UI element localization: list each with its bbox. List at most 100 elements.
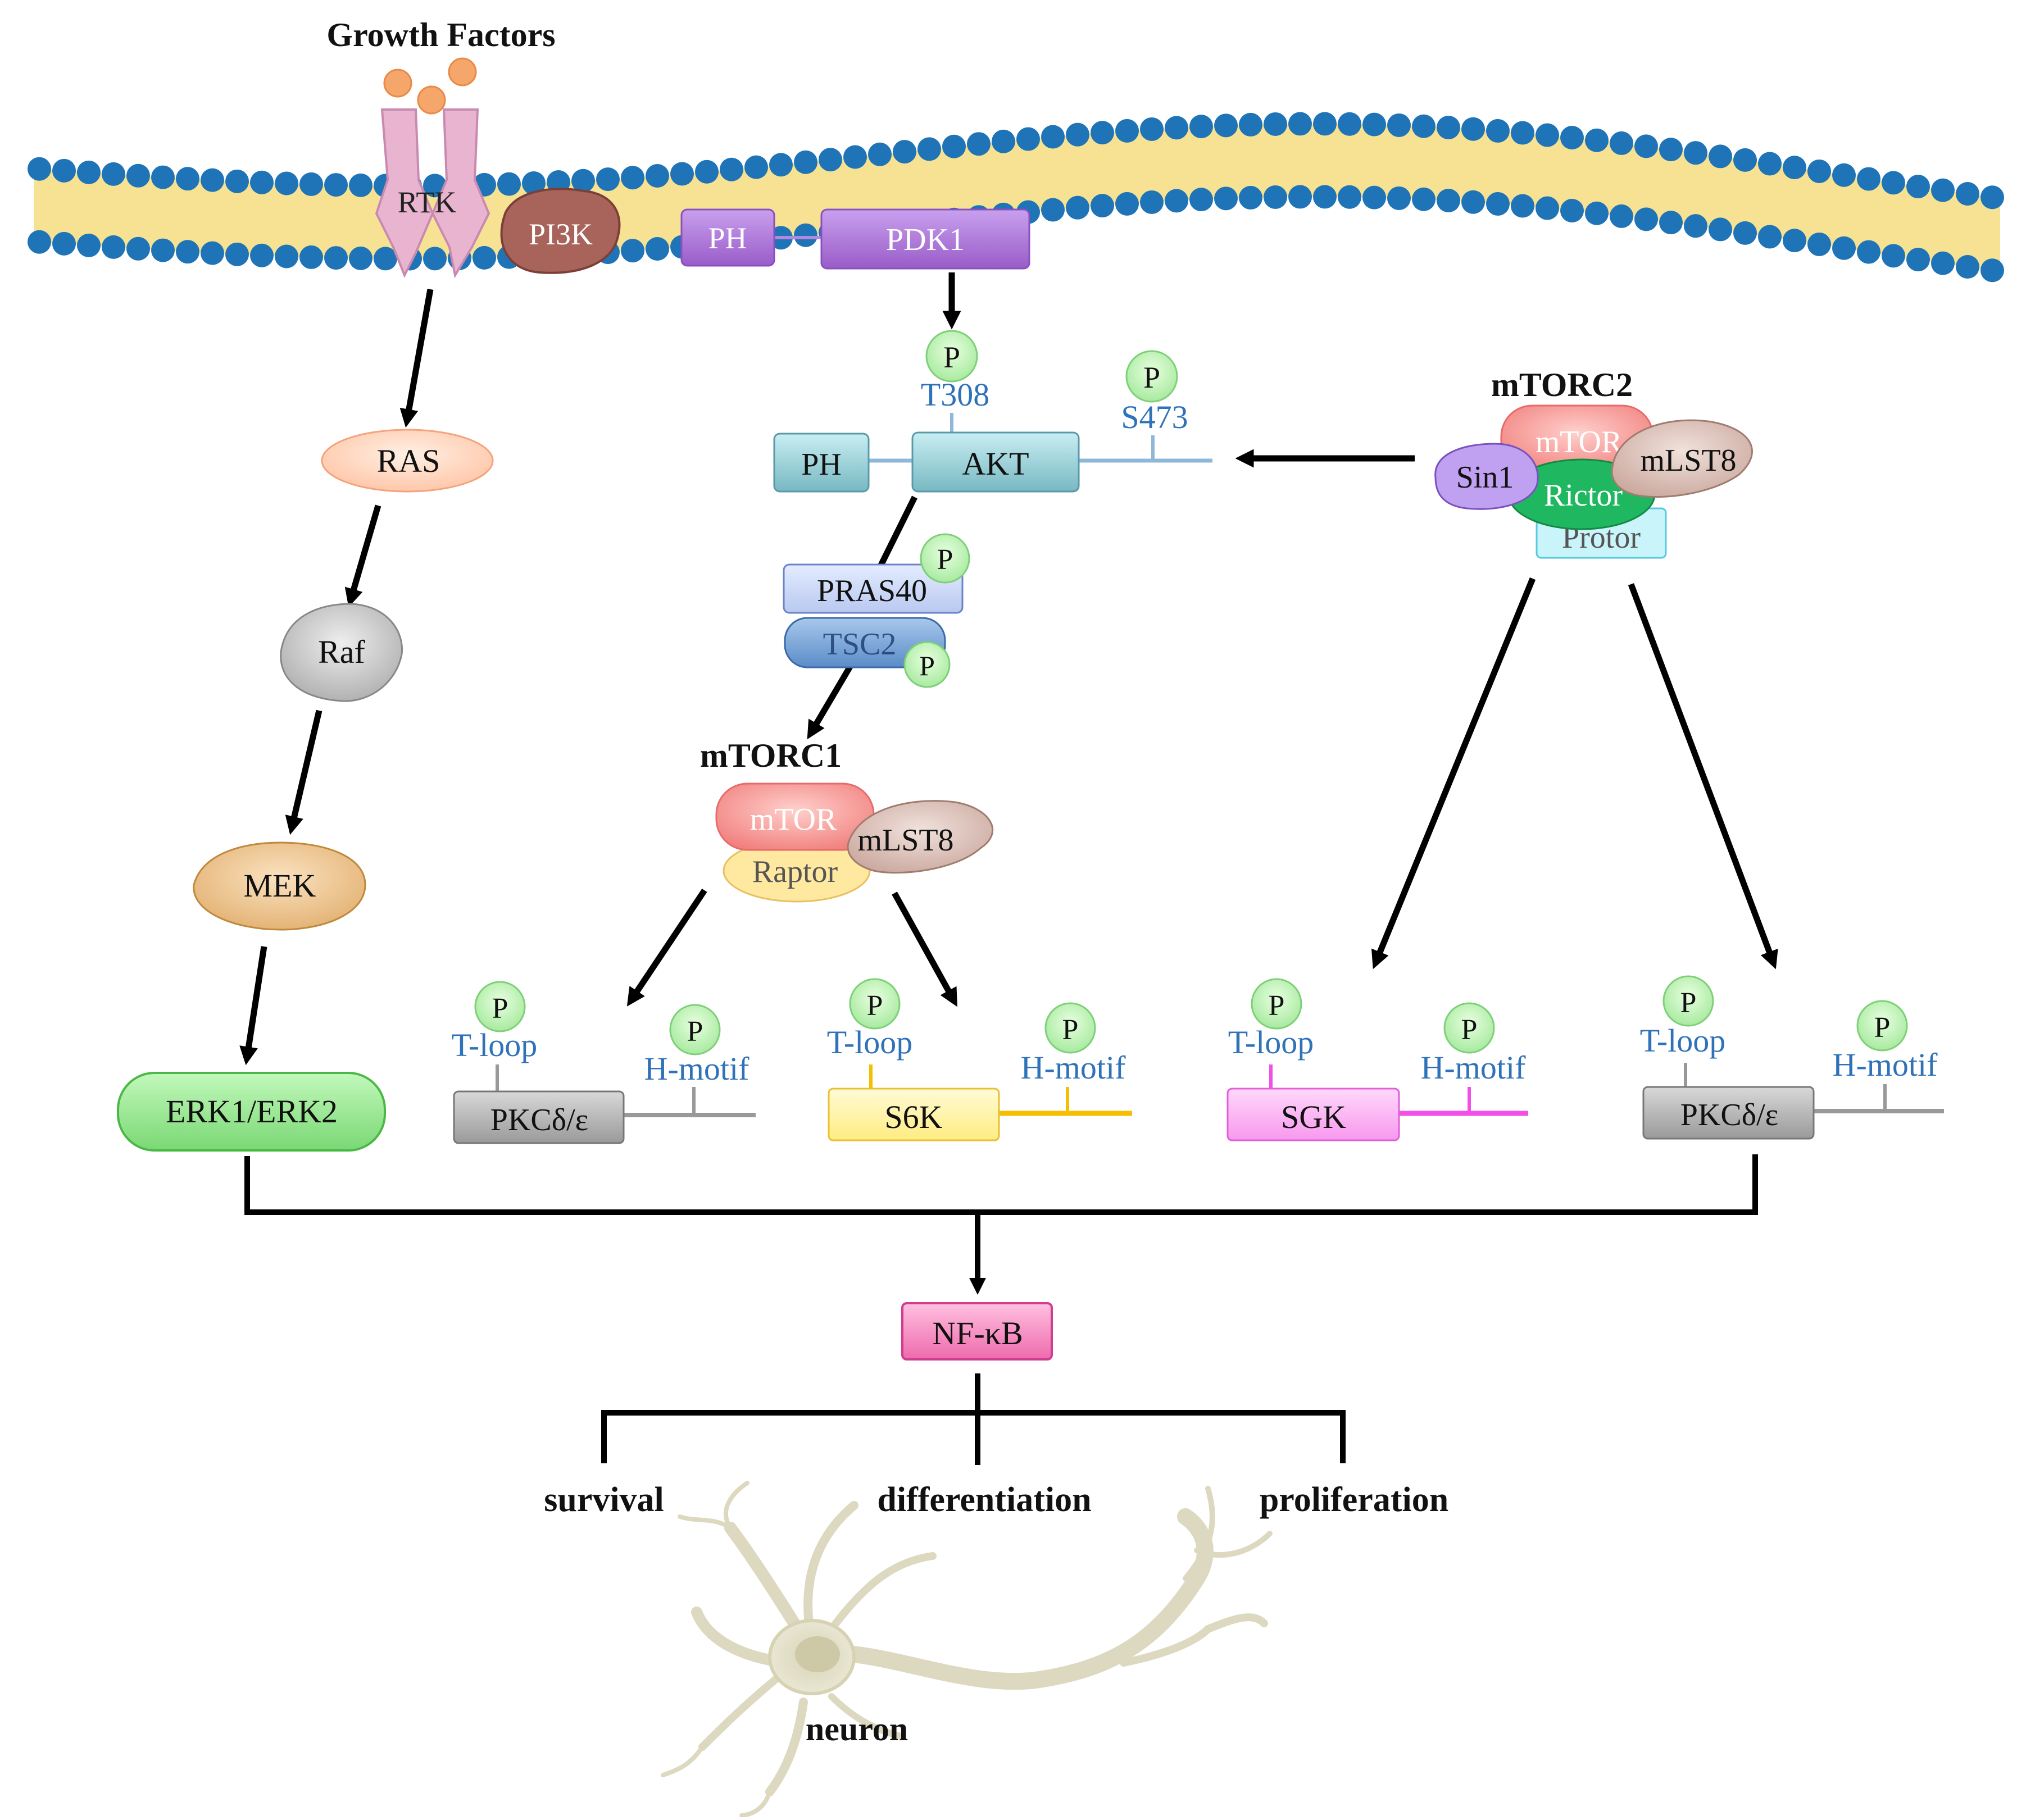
outcome-proliferation: proliferation bbox=[1260, 1481, 1448, 1519]
pkc-1-p2: P bbox=[687, 1016, 703, 1048]
arrow-mtorc2-sgk bbox=[1371, 577, 1536, 970]
lipid-head bbox=[1461, 190, 1485, 214]
substrate-pkc-1: PKCδ/ε P T-loop P H-motif bbox=[452, 981, 756, 1144]
lipid-head bbox=[1511, 194, 1534, 218]
sgk-p1: P bbox=[1269, 990, 1285, 1022]
rtk-receptor: RTK bbox=[375, 108, 490, 279]
lipid-head bbox=[1733, 148, 1757, 172]
lipid-head bbox=[670, 162, 694, 186]
substrate-sgk: SGK P T-loop P H-motif bbox=[1226, 978, 1528, 1141]
pdk1-label: PDK1 bbox=[886, 222, 965, 257]
lipid-head bbox=[324, 173, 348, 197]
mtorc2-mtor-label: mTOR bbox=[1536, 425, 1623, 459]
lipid-head bbox=[250, 170, 274, 194]
lipid-head bbox=[151, 238, 175, 262]
ligand-2 bbox=[417, 85, 446, 115]
mtorc1-mtor-label: mTOR bbox=[750, 802, 837, 837]
lipid-head bbox=[1239, 185, 1262, 210]
pkc-2-p2: P bbox=[1874, 1012, 1891, 1044]
lipid-head bbox=[1610, 131, 1633, 155]
lipid-head bbox=[1980, 185, 2004, 210]
lipid-head bbox=[52, 158, 76, 183]
pkc-2-tloop: T-loop bbox=[1640, 1022, 1726, 1059]
lipid-head bbox=[1585, 128, 1609, 152]
lipid-head bbox=[917, 137, 941, 161]
lipid-head bbox=[1313, 112, 1337, 136]
lipid-head bbox=[1461, 117, 1485, 141]
lipid-head bbox=[992, 129, 1015, 153]
lipid-head bbox=[843, 145, 867, 169]
pdk1-ph-label: PH bbox=[708, 221, 747, 255]
lipid-head bbox=[794, 150, 817, 174]
lipid-head bbox=[1091, 194, 1114, 218]
lipid-head bbox=[744, 155, 768, 179]
mtorc2-mlst8 bbox=[1611, 419, 1753, 498]
akt-s473-phospho: P S473 bbox=[1121, 350, 1188, 461]
lipid-head bbox=[1486, 192, 1510, 216]
mtorc2-mlst8-label: mLST8 bbox=[1640, 443, 1736, 478]
lipid-head bbox=[794, 223, 817, 247]
lipid-head bbox=[1016, 127, 1040, 151]
lipid-head bbox=[1906, 248, 1930, 272]
lipid-head bbox=[176, 167, 199, 191]
lipid-head bbox=[1486, 119, 1510, 143]
lipid-head bbox=[1437, 189, 1460, 213]
lipid-head bbox=[1140, 190, 1164, 214]
lipid-head bbox=[1709, 217, 1732, 242]
lipid-head bbox=[1091, 121, 1114, 145]
lipid-head bbox=[1758, 225, 1782, 249]
lipid-head bbox=[1709, 144, 1732, 169]
pi3k-label: PI3K bbox=[529, 217, 593, 251]
lipid-head bbox=[275, 244, 298, 269]
arrow-mtorc2-pkc bbox=[1628, 583, 1778, 970]
mek-node: MEK bbox=[193, 841, 366, 931]
pdk1-protein: PH PDK1 bbox=[680, 208, 1030, 270]
lipid-head bbox=[621, 239, 644, 263]
convergence-lines bbox=[244, 1154, 1758, 1465]
mtorc1-mlst8-label: mLST8 bbox=[857, 823, 953, 858]
mtorc1-mlst8 bbox=[847, 800, 994, 874]
lipid-head bbox=[324, 246, 348, 270]
lipid-head bbox=[1783, 229, 1806, 253]
lipid-head bbox=[1807, 159, 1831, 183]
ras-label: RAS bbox=[377, 443, 440, 479]
lipid-head bbox=[1288, 112, 1312, 136]
s473-p-label: P bbox=[1143, 361, 1160, 394]
lipid-head bbox=[621, 166, 644, 190]
lipid-head bbox=[1066, 122, 1089, 147]
lipid-head bbox=[1536, 196, 1559, 220]
pkc-1-p1: P bbox=[492, 993, 508, 1025]
akt-label: AKT bbox=[962, 445, 1029, 482]
erk-label: ERK1/ERK2 bbox=[166, 1093, 338, 1130]
ligand-1 bbox=[383, 69, 412, 98]
s6k-tloop: T-loop bbox=[827, 1024, 913, 1061]
lipid-head bbox=[1239, 112, 1262, 136]
t308-p-label: P bbox=[943, 340, 960, 374]
lipid-head bbox=[1165, 189, 1188, 213]
akt-t308-phospho: P T308 bbox=[921, 330, 989, 435]
arrow-ras-raf bbox=[344, 504, 381, 607]
neuron-label: neuron bbox=[806, 1710, 908, 1748]
akt-kinase bbox=[911, 431, 1080, 493]
lipid-head bbox=[1214, 113, 1238, 138]
mtorc2-sin1 bbox=[1434, 443, 1539, 510]
pkc-1-tloop: T-loop bbox=[452, 1027, 538, 1063]
lipid-head bbox=[374, 247, 397, 271]
s6k-hmotif: H-motif bbox=[1021, 1049, 1126, 1086]
lipid-head bbox=[1560, 198, 1584, 222]
lipid-head bbox=[1733, 221, 1757, 245]
lipid-head bbox=[225, 169, 249, 193]
lipid-head bbox=[1264, 112, 1287, 136]
pras40-p-label: P bbox=[937, 544, 953, 576]
lipid-head bbox=[522, 171, 546, 195]
lipid-head bbox=[646, 163, 669, 188]
lipid-head bbox=[1041, 198, 1065, 222]
arrow-rtk-ras bbox=[399, 289, 434, 428]
lipid-head bbox=[1585, 201, 1609, 225]
erk-node: ERK1/ERK2 bbox=[117, 1072, 386, 1152]
lipid-head bbox=[1412, 187, 1436, 211]
lipid-head bbox=[1610, 204, 1633, 228]
lipid-head bbox=[1882, 244, 1905, 268]
lipid-head bbox=[1956, 255, 1979, 279]
lipid-head bbox=[126, 236, 150, 261]
